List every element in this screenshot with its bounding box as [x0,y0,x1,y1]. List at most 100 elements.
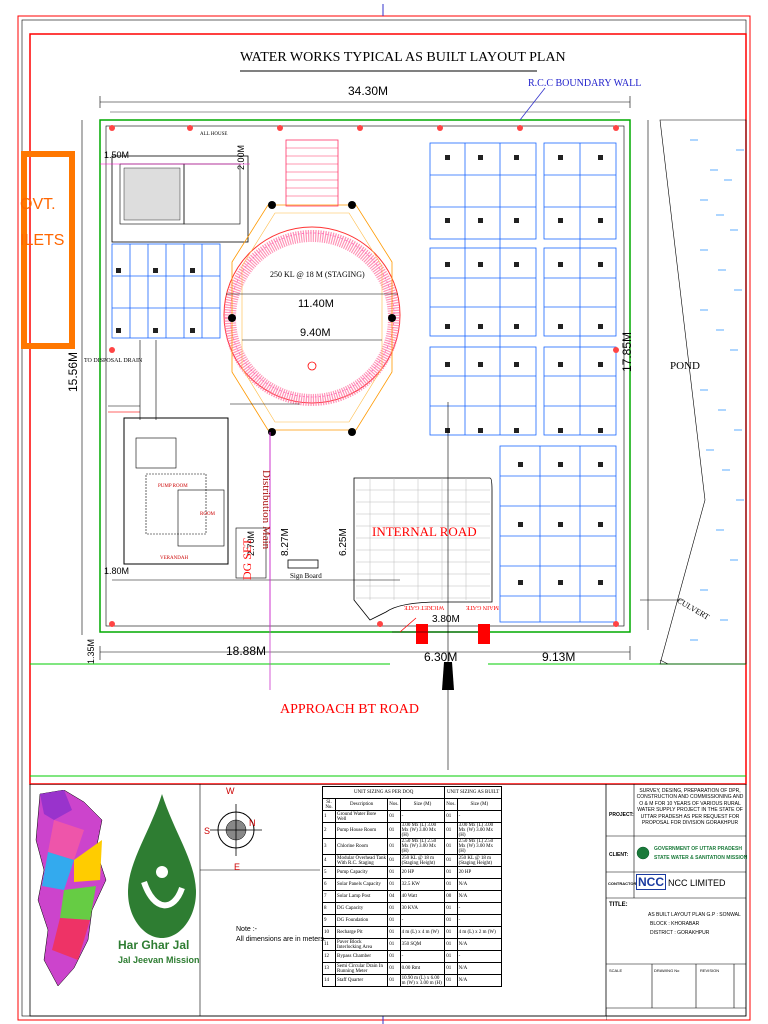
wicket-gate-label: WICKET GATE [404,604,445,610]
title-line1: AS BUILT LAYOUT PLAN G.P : SONWAL [648,912,741,918]
table-cell: 01 [444,938,458,951]
internal-road-label: INTERNAL ROAD [372,524,477,539]
table-cell: 01 [444,926,458,939]
col-size: Size (M) [399,798,446,811]
table-cell: 01 [444,810,458,823]
table-cell: 01 [387,950,401,963]
drain-label: TO DISPOSAL DRAIN [84,358,143,364]
logo-text-line1: Har Ghar Jal [118,938,190,952]
site-plan [21,87,747,777]
dim-small-2: 2.00M [236,144,246,170]
table-cell: N/A [456,890,503,903]
table-cell: 250 KL @ 18 m (Staging Height) [399,854,446,867]
table-cell: 12 [322,950,336,963]
table-cell: - [456,902,503,915]
title-block-grid [606,784,746,1020]
table-cell: 30 KVA [399,902,446,915]
table-cell: 01 [444,854,458,867]
table-cell: 01 [387,878,401,891]
table-cell: 32.5 KW [399,878,446,891]
table-cell: 4 m (L) x 4 m (W) [399,926,446,939]
table-cell: 2 [322,822,336,839]
table-cell: 4 m (L) x 2 m (W) [456,926,503,939]
table-header-built: UNIT SIZING AS BUILT [444,786,502,799]
table-cell: 3.00 Mx (L) 3.00 Mx (W) 3.00 Mx (H) [399,822,446,839]
table-cell: 6 [322,878,336,891]
table-cell: - [456,950,503,963]
table-cell: Modular Overhead Tank With R.C. Staging [334,854,389,867]
client-line1: GOVERNMENT OF UTTAR PRADESH [654,846,742,852]
table-cell: 04 [387,890,401,903]
dim-front-left: 18.88M [226,644,267,658]
revision-label: REVISION [700,968,720,973]
title-underline [240,70,537,72]
table-cell: 40 Watt [399,890,446,903]
table-cell: N/A [456,962,503,975]
table-cell: 20 HP [399,866,446,879]
table-cell: 01 [387,962,401,975]
table-cell: 01 [387,902,401,915]
govt-outlets-line1: OVT. [20,196,56,213]
table-cell: 1 [322,810,336,823]
table-cell: 01 [444,866,458,879]
table-cell: - [399,914,446,927]
compass-e: E [234,862,241,872]
table-cell: 01 [387,822,401,839]
table-cell: 4 [322,854,336,867]
page-title: WATER WORKS TYPICAL AS BUILT LAYOUT PLAN [240,50,566,65]
table-cell: Pump Capacity [334,866,389,879]
up-govt-emblem-icon [636,846,650,860]
table-cell: 01 [387,938,401,951]
table-cell: 10 [322,926,336,939]
table-cell: - [456,914,503,927]
project-label: PROJECT: [609,812,634,818]
note-heading: Note :- [236,926,258,933]
ohsr-label: 250 KL @ 18 M (STAGING) [270,270,365,279]
table-cell: 01 [387,974,401,987]
table-cell: 3.00 Mx (L) 3.00 Mx (W) 3.00 Mx (H) [456,822,503,839]
verandah-label: VERANDAH [160,556,189,561]
dim-ohsr-outer: 11.40M [298,298,334,310]
table-cell: 10.90 m (L) x 6.00 m (W) x 3.00 m (H) [399,974,446,987]
contractor-logo: NCC [636,874,666,890]
table-cell: 01 [387,866,401,879]
boundary-wall-label: R.C.C BOUNDARY WALL [528,78,642,89]
client-label: CLIENT: [609,852,629,858]
table-cell: 01 [387,914,401,927]
table-cell: Pump House Room [334,822,389,839]
table-cell: - [456,810,503,823]
table-cell: Semi Circular Drain In Running Meter [334,962,389,975]
table-cell: Solar Lamp Post [334,890,389,903]
table-cell: Solar Panels Capacity [334,878,389,891]
table-cell: 01 [444,950,458,963]
title-label: TITLE: [609,902,628,908]
table-cell: 01 [444,902,458,915]
table-cell: - [399,810,446,823]
note-text: All dimensions are in meters. [236,936,326,943]
sign-board-label: Sign Board [290,572,322,580]
table-cell: 11 [322,938,336,951]
table-cell: Staff Quarter [334,974,389,987]
table-cell: 01 [444,838,458,855]
col-size-built: Size (M) [456,798,503,811]
project-text: SURVEY, DESING, PREPARATION OF DPR, CONS… [636,788,744,827]
dim-left-height: 15.56M [66,351,80,392]
scale-label: SCALE [609,968,623,973]
title-line2: BLOCK : KHORABAR [650,921,700,927]
approach-road-label: APPROACH BT ROAD [280,702,419,717]
table-cell: N/A [456,938,503,951]
table-cell: 14 [322,974,336,987]
table-cell: 00 [444,890,458,903]
contractor-name: NCC LIMITED [668,878,726,888]
compass-n: N [249,818,256,828]
compass-s: S [204,826,211,836]
jal-jeevan-logo [128,794,196,938]
